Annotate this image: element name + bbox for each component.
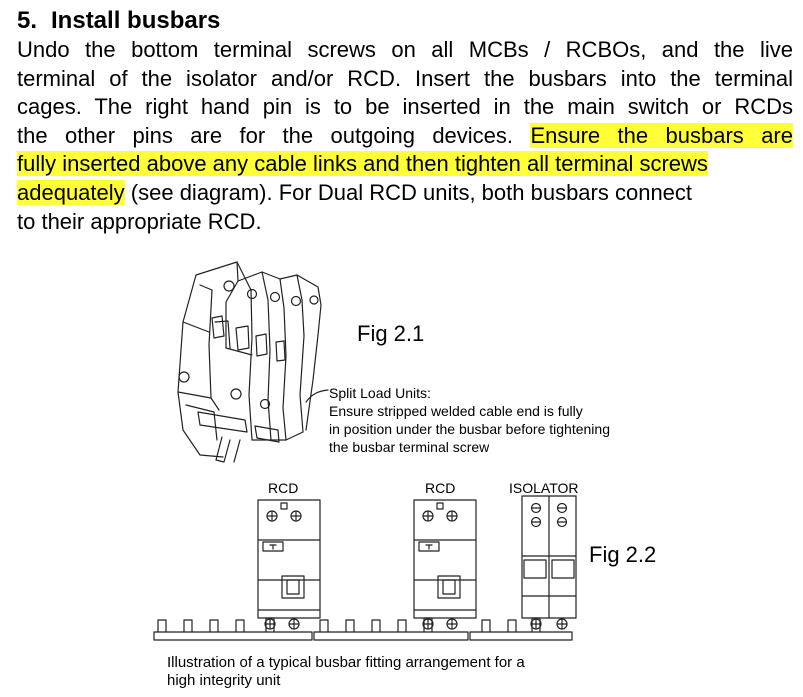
rcd-device-1 (257, 499, 321, 630)
note-line: Ensure stripped welded cable end is full… (329, 403, 583, 419)
rcd-label-1: RCD (268, 480, 299, 496)
busbar-3 (469, 617, 573, 641)
highlighted-text: Ensure the busbars are (530, 122, 793, 148)
callout-leader-line (305, 389, 329, 403)
caption-line: Illustration of a typical busbar fitting… (167, 654, 525, 671)
busbar-2 (313, 617, 469, 641)
section-title: Install busbars (51, 7, 221, 34)
paragraph-line: Undo the bottom terminal screws on all M… (17, 37, 793, 62)
section-heading: 5. Install busbars (17, 6, 220, 36)
paragraph-line: the other pins are for the outgoing devi… (17, 122, 793, 151)
highlighted-text: fully inserted above any cable links and… (17, 151, 708, 177)
note-title: Split Load Units: (329, 385, 431, 401)
split-load-note: Split Load Units: Ensure stripped welded… (329, 384, 610, 456)
busbar-1 (153, 617, 313, 641)
note-line: in position under the busbar before tigh… (329, 421, 610, 437)
figure-2-label: Fig 2.2 (589, 542, 657, 567)
isolator-label: ISOLATOR (509, 480, 579, 496)
rcd-label-2: RCD (425, 480, 456, 496)
paragraph-text: (see diagram). For Dual RCD units, both … (130, 179, 693, 205)
section-number: 5. (17, 7, 38, 34)
paragraph-line: cages. The right hand pin is to be inser… (17, 94, 793, 120)
paragraph-line: to their appropriate RCD. (17, 208, 262, 234)
paragraph-line: adequately (see diagram). For Dual RCD u… (17, 179, 793, 208)
isolator-device (521, 495, 577, 630)
figure-caption: Illustration of a typical busbar fitting… (167, 654, 525, 690)
paragraph-line: fully inserted above any cable links and… (17, 150, 793, 179)
caption-line: high integrity unit (167, 672, 281, 689)
rcd-device-2 (413, 499, 477, 630)
busbar-isometric-illustration (177, 261, 322, 463)
paragraph-text: the other pins are for the outgoing devi… (17, 122, 514, 148)
highlighted-text: adequately (17, 179, 125, 205)
note-line: the busbar terminal screw (329, 439, 490, 455)
instruction-paragraph: Undo the bottom terminal screws on all M… (17, 36, 793, 236)
figure-1-label: Fig 2.1 (357, 321, 425, 346)
paragraph-line: terminal of the isolator and/or RCD. Ins… (17, 65, 793, 91)
